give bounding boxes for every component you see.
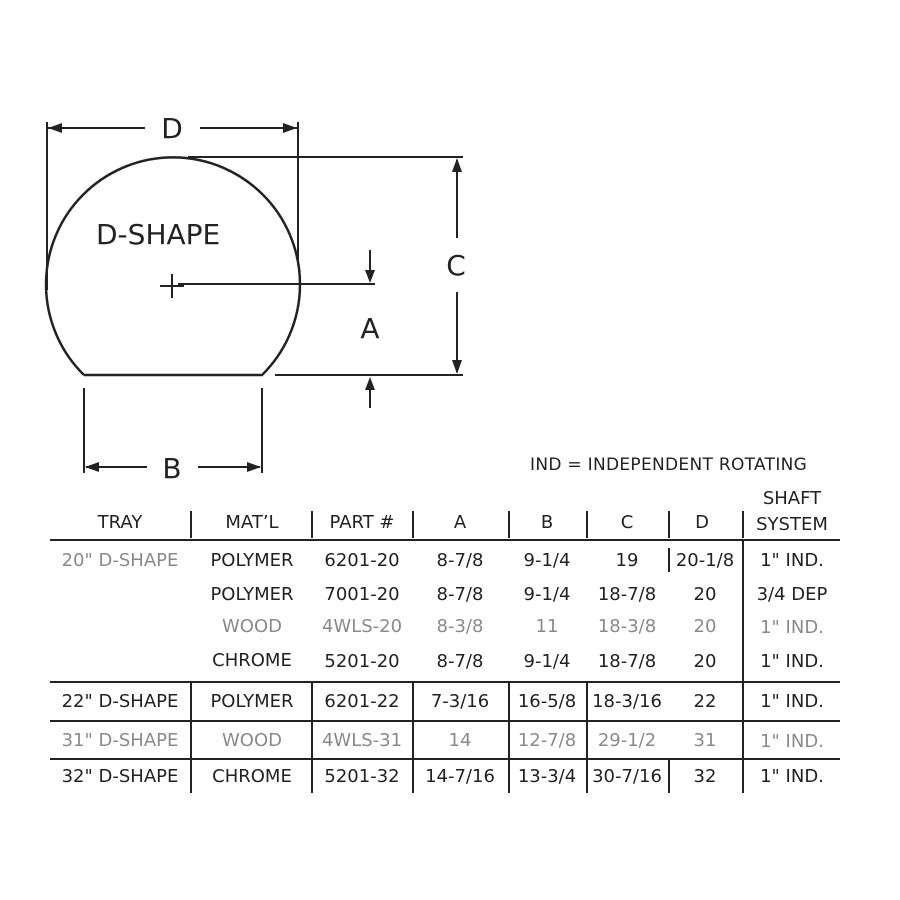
cell-d: 20	[693, 584, 717, 605]
cell-c: 19	[615, 550, 639, 571]
header-divider	[412, 511, 414, 538]
group-rule	[50, 758, 840, 760]
cell-part: 4WLS-20	[321, 616, 403, 637]
cell-a: 14-7/16	[425, 766, 495, 787]
header-part: PART #	[329, 512, 395, 533]
cell-material: POLYMER	[210, 691, 294, 712]
header-tray: TRAY	[97, 512, 143, 533]
cell-a: 14	[448, 730, 472, 751]
cell-d: 20	[693, 651, 717, 672]
header-shaft-line2: SYSTEM	[756, 514, 828, 535]
cell-tray: 22" D-SHAPE	[61, 691, 179, 712]
dimension-label-d: D	[161, 112, 183, 145]
cell-a: 8-7/8	[436, 550, 484, 571]
a-arrowhead-top	[365, 270, 375, 283]
cell-shaft: 1" IND.	[760, 766, 824, 787]
cell-c: 18-7/8	[597, 584, 657, 605]
a-arrowhead-bottom	[365, 377, 375, 390]
column-divider	[586, 683, 588, 793]
cell-a: 8-7/8	[436, 651, 484, 672]
cell-tray: 20" D-SHAPE	[61, 550, 179, 571]
c-arrowhead-bottom	[452, 360, 462, 374]
header-c: C	[620, 512, 634, 533]
column-divider	[508, 683, 510, 793]
cell-d: 31	[693, 730, 717, 751]
dimension-label-b: B	[162, 452, 181, 485]
cell-b: 16-5/8	[517, 691, 577, 712]
dimension-label-c: C	[446, 249, 466, 282]
cell-d: 22	[693, 691, 717, 712]
cell-material: POLYMER	[210, 550, 294, 571]
cell-b: 13-3/4	[517, 766, 577, 787]
header-divider	[742, 511, 744, 538]
cell-part: 6201-20	[324, 550, 400, 571]
dimension-label-a: A	[360, 312, 379, 345]
cell-c: 30-7/16	[592, 766, 662, 787]
header-rule	[50, 539, 840, 541]
cell-part: 5201-20	[324, 651, 400, 672]
column-divider	[311, 683, 313, 793]
cell-c: 18-3/8	[597, 616, 657, 637]
cell-b: 11	[535, 616, 559, 637]
group-rule	[50, 720, 840, 722]
cell-material: CHROME	[212, 650, 292, 671]
cell-b: 9-1/4	[523, 584, 571, 605]
b-arrowhead-right	[247, 462, 261, 472]
cell-b: 9-1/4	[523, 550, 571, 571]
cell-c: 18-3/16	[592, 691, 662, 712]
abbreviation-note: IND = INDEPENDENT ROTATING	[530, 455, 808, 475]
cell-part: 4WLS-31	[321, 730, 403, 751]
cell-shaft: 1" IND.	[760, 691, 824, 712]
cell-b: 12-7/8	[517, 730, 577, 751]
cell-shaft: 1" IND.	[760, 617, 824, 638]
header-divider	[190, 511, 192, 538]
header-d: D	[695, 512, 709, 533]
header-divider	[586, 511, 588, 538]
header-material: MAT’L	[225, 512, 279, 533]
b-arrowhead-left	[85, 462, 99, 472]
cell-tray: 32" D-SHAPE	[61, 766, 179, 787]
cell-b: 9-1/4	[523, 651, 571, 672]
header-divider	[508, 511, 510, 538]
d-arrowhead-left	[48, 123, 62, 133]
cell-d: 20	[693, 616, 717, 637]
header-shaft-line1: SHAFT	[762, 488, 822, 509]
c-arrowhead-top	[452, 158, 462, 172]
cell-shaft: 1" IND.	[760, 550, 824, 571]
cell-material: WOOD	[222, 616, 282, 637]
cell-part: 7001-20	[324, 584, 400, 605]
cell-part: 5201-32	[324, 766, 400, 787]
cell-c: 18-7/8	[597, 651, 657, 672]
d-arrowhead-right	[283, 123, 297, 133]
column-divider	[668, 548, 670, 572]
column-divider	[190, 683, 192, 793]
group-rule	[50, 681, 840, 683]
cell-a: 8-7/8	[436, 584, 484, 605]
column-divider	[668, 758, 670, 793]
header-divider	[311, 511, 313, 538]
cell-material: WOOD	[222, 730, 282, 751]
header-a: A	[453, 512, 467, 533]
cell-a: 8-3/8	[436, 616, 484, 637]
column-divider	[742, 541, 744, 793]
cell-shaft: 1" IND.	[760, 731, 824, 752]
cell-tray: 31" D-SHAPE	[61, 730, 179, 751]
d-shape-outline	[44, 156, 302, 377]
cell-a: 7-3/16	[430, 691, 490, 712]
column-divider	[412, 683, 414, 793]
cell-d: 20-1/8	[675, 550, 735, 571]
cell-shaft: 1" IND.	[760, 651, 824, 672]
shape-label: D-SHAPE	[96, 218, 220, 251]
header-divider	[668, 511, 670, 538]
cell-material: POLYMER	[210, 584, 294, 605]
header-b: B	[540, 512, 554, 533]
cell-part: 6201-22	[324, 691, 400, 712]
cell-material: CHROME	[212, 766, 292, 787]
cell-shaft: 3/4 DEP	[756, 584, 828, 605]
cell-c: 29-1/2	[597, 730, 657, 751]
cell-d: 32	[693, 766, 717, 787]
